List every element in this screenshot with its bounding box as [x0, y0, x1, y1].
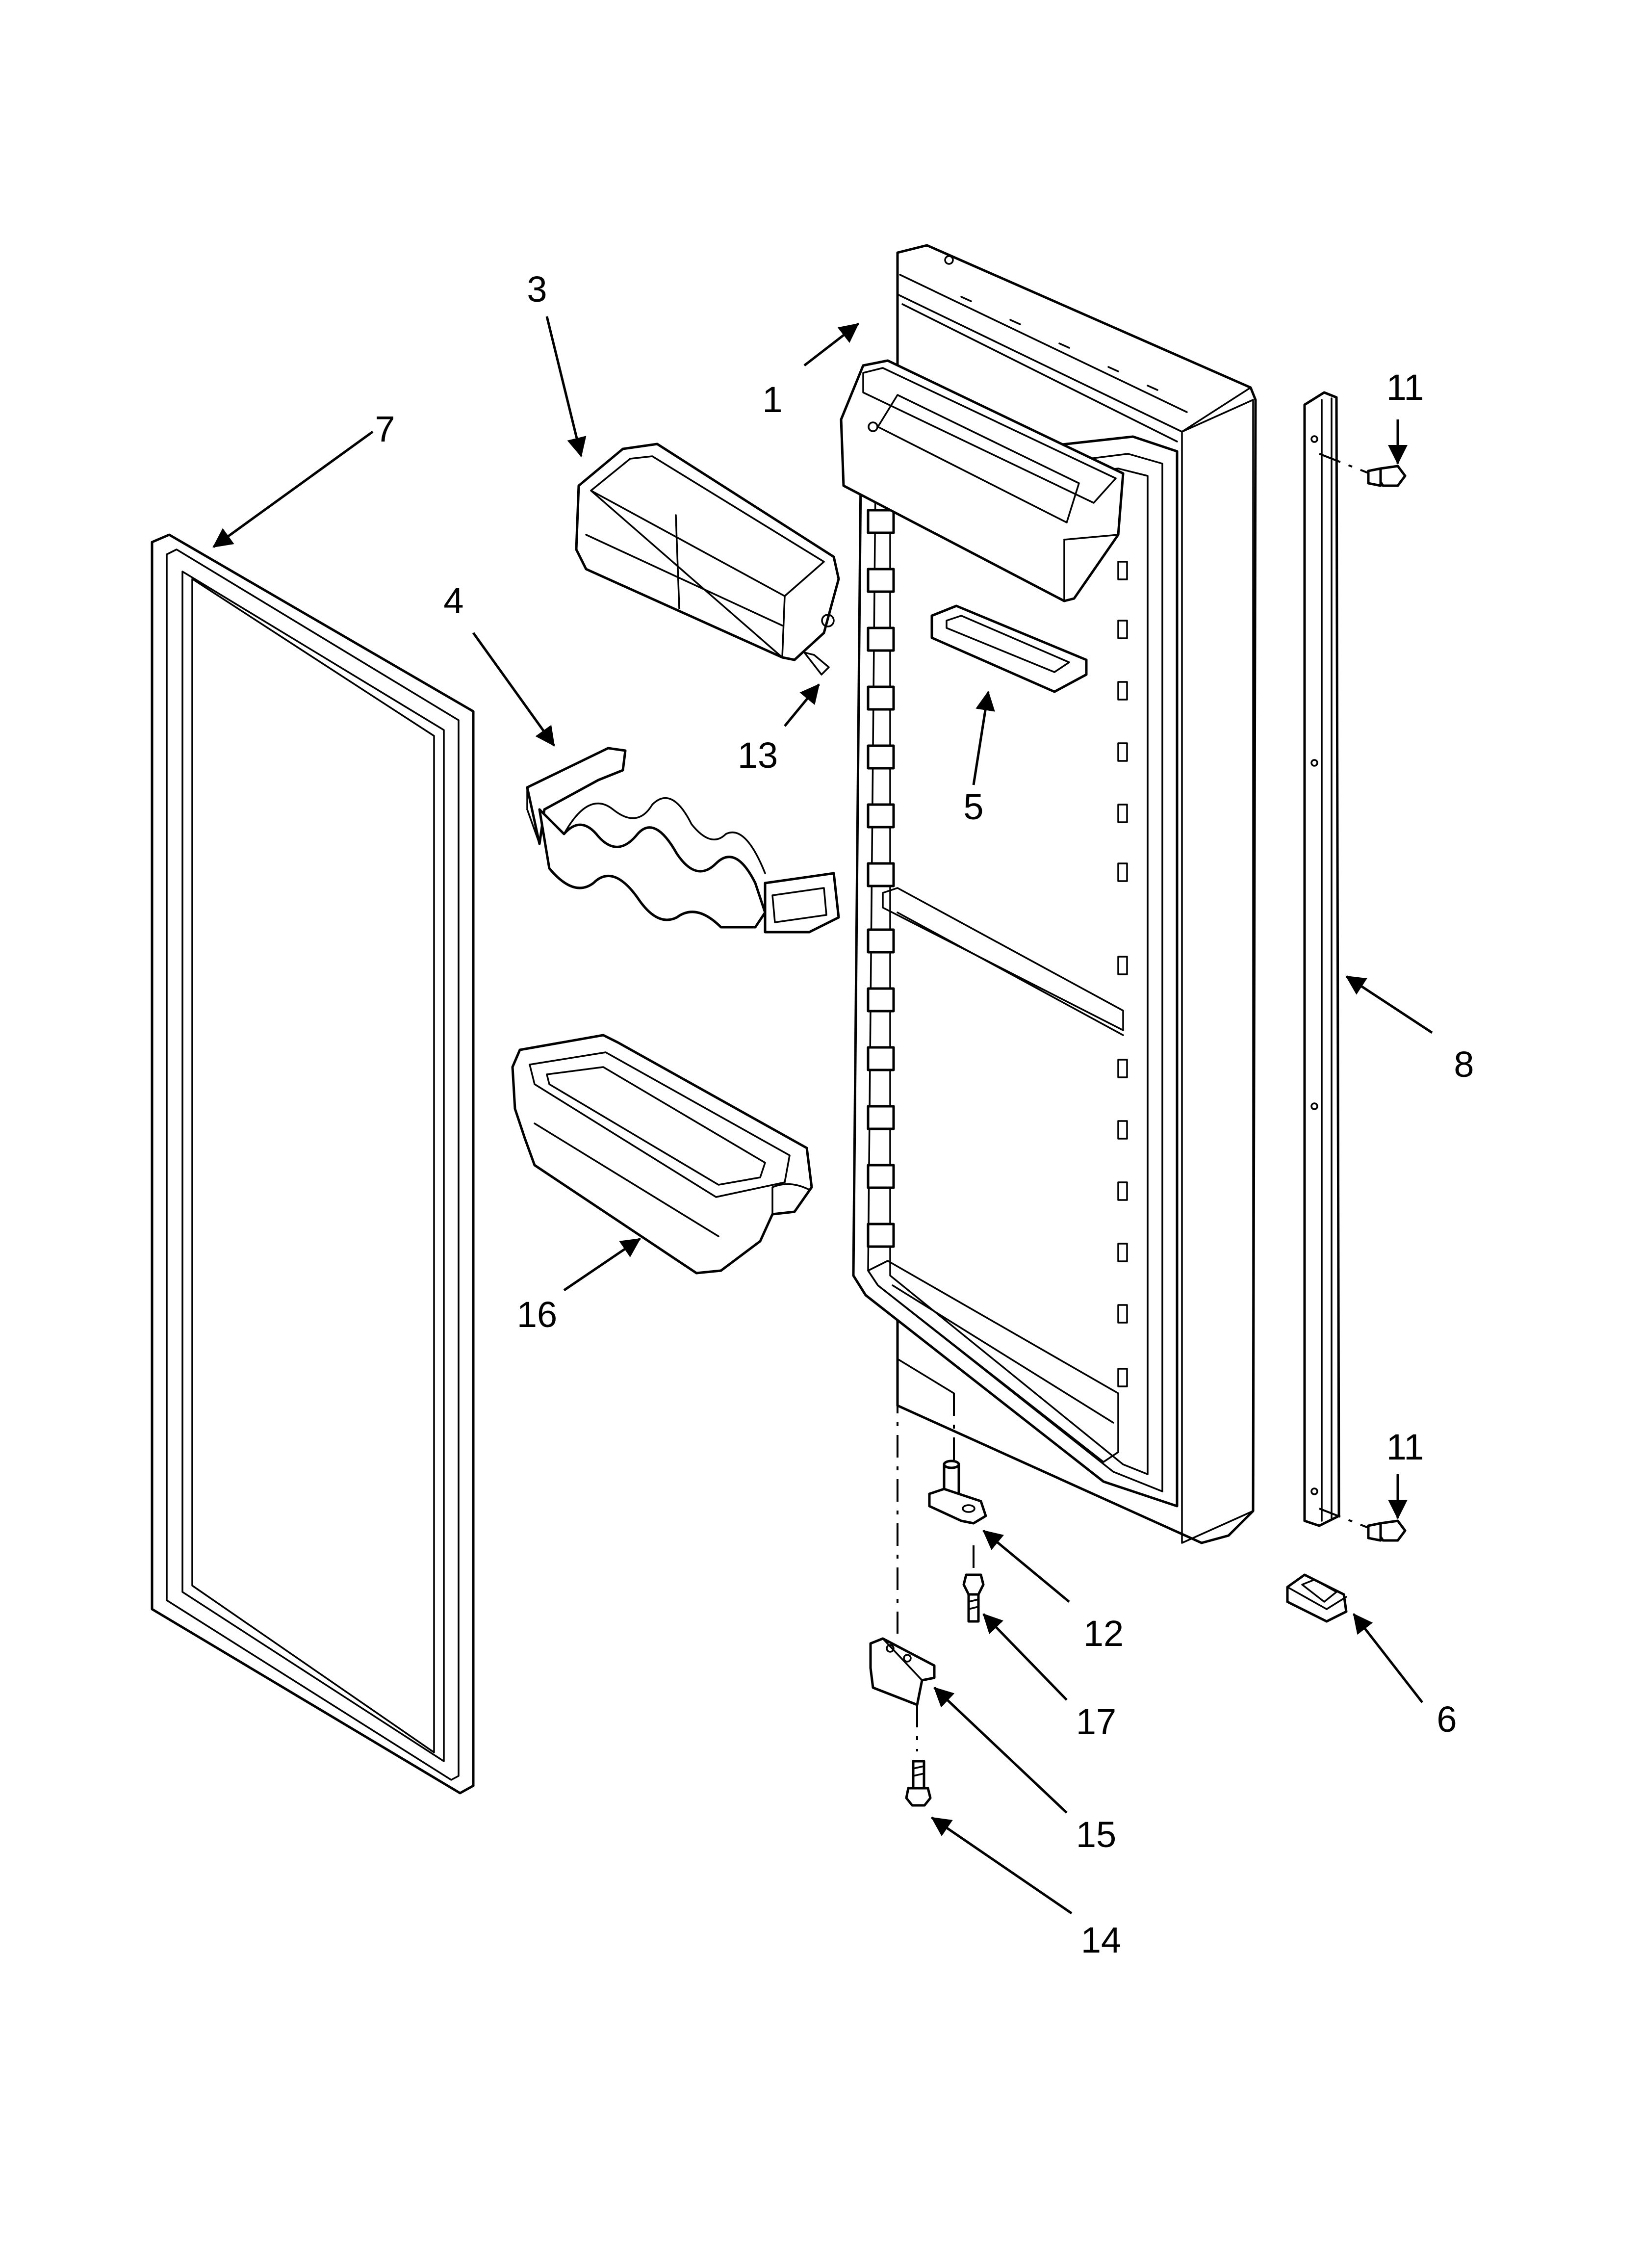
lower-hinge: [869, 1637, 936, 1706]
door-assembly: [852, 244, 1257, 1544]
callout-13: 13: [738, 735, 778, 776]
can-rack: [526, 747, 840, 934]
leader-8: [1345, 975, 1433, 1034]
callout-5: 5: [963, 786, 983, 827]
leader-14: [931, 1816, 1073, 1915]
leader-16: [563, 1237, 641, 1292]
callout-6: 6: [1437, 1699, 1457, 1740]
leader-13: [784, 683, 820, 727]
leader-15: [933, 1687, 1068, 1814]
door-shelf-ribs-left: [867, 509, 895, 1248]
callout-7: 7: [375, 409, 395, 449]
leader-3: [545, 316, 587, 457]
callout-15: 15: [1076, 1814, 1116, 1855]
small-door-tray: [930, 604, 1088, 693]
callout-16: 16: [517, 1294, 557, 1335]
door-bin: [511, 1034, 813, 1275]
callout-12: 12: [1083, 1613, 1124, 1654]
door-gasket: [151, 533, 475, 1795]
leader-4: [472, 632, 556, 747]
callout-11-upper: 11: [1386, 367, 1424, 408]
trim-screw-upper: [1319, 453, 1407, 487]
upper-hinge: [928, 1460, 987, 1525]
leader-12: [982, 1530, 1070, 1603]
trim-screw-lower: [1319, 1508, 1407, 1542]
screw-hole: [944, 255, 954, 265]
callout-1: 1: [762, 379, 782, 420]
door-shelf-ribs-right: [1117, 561, 1128, 1387]
leader-7: [212, 430, 374, 548]
door-stop: [1286, 1573, 1348, 1623]
dairy-door: [575, 443, 840, 676]
callout-3: 3: [527, 269, 547, 310]
door-trim-strip: [1303, 391, 1340, 1527]
leader-17: [982, 1613, 1068, 1701]
top-strip-marks: [960, 296, 1158, 391]
callout-11-lower: 11: [1386, 1427, 1424, 1467]
leader-1: [803, 323, 859, 366]
hinge-guide-line: [897, 1358, 955, 1394]
door-top-compartment: [840, 359, 1125, 602]
callout-8: 8: [1454, 1044, 1474, 1085]
bottom-screw: [905, 1760, 932, 1807]
callout-14: 14: [1081, 1920, 1121, 1960]
callout-labels: 1 3 4 5 6 7 8 11 11 12 13 14 15 16 17: [375, 269, 1474, 1960]
leader-6: [1353, 1613, 1423, 1703]
leader-lines: [212, 316, 1433, 1915]
callout-17: 17: [1076, 1701, 1116, 1742]
leader-5: [972, 691, 995, 785]
callout-4: 4: [443, 580, 463, 621]
hinge-screw: [962, 1573, 985, 1623]
